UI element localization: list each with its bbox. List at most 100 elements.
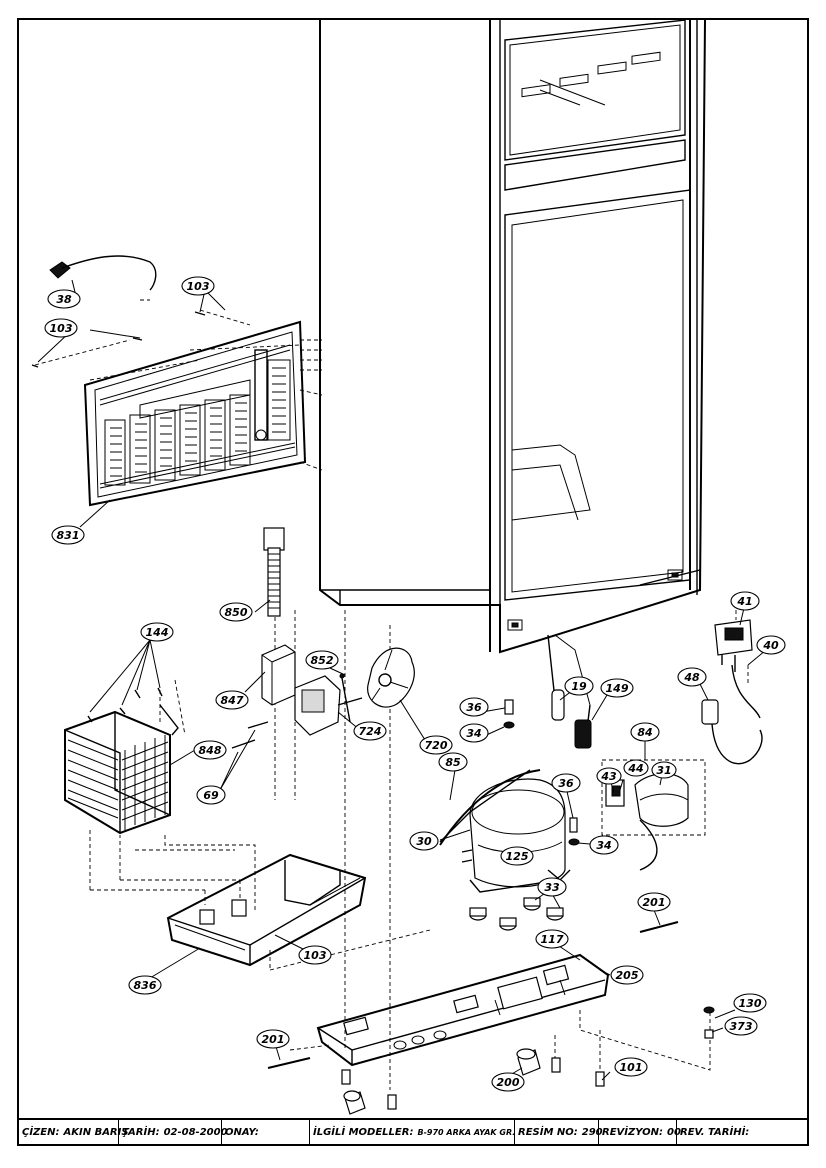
starter-relay-group	[601, 759, 706, 871]
bottom-plate	[316, 953, 610, 1067]
screw-holder	[261, 644, 296, 706]
callout-36: 36	[459, 697, 489, 717]
callout-831: 831	[51, 525, 85, 545]
callout-852: 852	[305, 650, 339, 670]
svg-text:69: 69	[203, 789, 219, 802]
svg-text:373: 373	[730, 1020, 753, 1033]
callout-36: 36	[551, 773, 581, 793]
svg-text:101: 101	[620, 1061, 643, 1074]
svg-text:85: 85	[445, 756, 461, 769]
svg-text:19: 19	[571, 680, 587, 693]
callout-724: 724	[353, 721, 387, 741]
vent-slots	[104, 359, 291, 486]
callout-19: 19	[564, 676, 594, 696]
callout-200: 200	[491, 1072, 525, 1092]
callout-836: 836	[128, 975, 162, 995]
svg-text:48: 48	[683, 671, 700, 684]
svg-text:44: 44	[627, 762, 643, 775]
revision-cell: REVİZYON: 00	[599, 1120, 681, 1144]
callout-149: 149	[600, 678, 634, 698]
revision-label: REVİZYON:	[602, 1126, 663, 1138]
svg-text:117: 117	[541, 933, 564, 946]
svg-text:201: 201	[262, 1033, 285, 1046]
callout-85: 85	[438, 752, 468, 772]
approval-cell: ONAY:	[222, 1120, 310, 1144]
svg-text:848: 848	[199, 744, 222, 757]
callout-373: 373	[724, 1016, 758, 1036]
callout-130: 130	[733, 993, 767, 1013]
fan-motor	[294, 675, 363, 736]
svg-text:43: 43	[600, 770, 617, 783]
callout-33: 33	[537, 877, 567, 897]
condenser-coil	[64, 704, 179, 835]
svg-text:144: 144	[146, 626, 169, 639]
callout-34: 34	[459, 723, 489, 743]
svg-text:205: 205	[616, 969, 639, 982]
rubber-grommets	[469, 897, 564, 931]
date-cell: TARİH: 02-08-2000	[119, 1120, 228, 1144]
models-cell: İLGİLİ MODELLER: B-970 ARKA AYAK GR.	[310, 1120, 515, 1144]
svg-text:724: 724	[359, 725, 382, 738]
callout-30: 30	[409, 831, 439, 851]
svg-text:36: 36	[558, 777, 574, 790]
assembly-lines-panel	[34, 299, 323, 471]
svg-text:850: 850	[225, 606, 248, 619]
callout-205: 205	[610, 965, 644, 985]
svg-text:33: 33	[544, 881, 560, 894]
svg-text:836: 836	[134, 979, 157, 992]
callout-201: 201	[637, 892, 671, 912]
compressor	[439, 769, 571, 893]
callout-84: 84	[630, 722, 660, 742]
svg-text:84: 84	[637, 726, 652, 739]
svg-text:103: 103	[304, 949, 327, 962]
callout-103: 103	[298, 945, 332, 965]
callout-117: 117	[535, 929, 569, 949]
callout-48: 48	[677, 667, 707, 687]
callout-38: 38	[47, 289, 81, 309]
models-value: B-970 ARKA AYAK GR.	[417, 1127, 516, 1137]
svg-text:36: 36	[466, 701, 482, 714]
svg-text:38: 38	[56, 293, 72, 306]
svg-text:31: 31	[656, 764, 671, 777]
drawn-by-label: ÇİZEN:	[22, 1126, 60, 1138]
date-label: TARİH:	[122, 1126, 160, 1138]
callout-847: 847	[215, 690, 249, 710]
discharge-pipe	[439, 769, 541, 846]
date-value: 02-08-2000	[163, 1126, 228, 1138]
callout-31: 31	[651, 761, 677, 779]
callout-103: 103	[44, 318, 78, 338]
callout-69: 69	[196, 785, 226, 805]
svg-text:720: 720	[425, 739, 448, 752]
svg-text:125: 125	[506, 850, 529, 863]
callout-144: 144	[140, 622, 174, 642]
back-cover-panel	[83, 320, 307, 507]
svg-text:34: 34	[596, 839, 611, 852]
callout-41: 41	[730, 591, 760, 611]
rev-date-cell: REV. TARİHİ:	[677, 1120, 807, 1144]
callout-44: 44	[623, 759, 649, 777]
drawing-no-value: 290	[581, 1126, 603, 1138]
drawing-no-label: RESİM NO:	[518, 1126, 578, 1138]
title-block: ÇİZEN: AKIN BARIŞ TARİH: 02-08-2000 ONAY…	[17, 1118, 809, 1146]
svg-text:30: 30	[416, 835, 432, 848]
revision-value: 00	[667, 1126, 681, 1138]
callout-40: 40	[756, 635, 786, 655]
junction-box	[714, 595, 761, 719]
refrigerator-cabinet	[319, 19, 706, 654]
callout-34: 34	[589, 835, 619, 855]
svg-text:41: 41	[736, 595, 752, 608]
svg-text:103: 103	[187, 280, 210, 293]
svg-text:149: 149	[606, 682, 629, 695]
rollers-and-bolts	[341, 1006, 715, 1115]
callout-leaders	[37, 279, 767, 1081]
drawn-by-value: AKIN BARIŞ	[63, 1126, 129, 1138]
axle-rods	[267, 921, 679, 1069]
drawn-by-cell: ÇİZEN: AKIN BARIŞ	[19, 1120, 129, 1144]
models-label: İLGİLİ MODELLER:	[313, 1126, 414, 1138]
callout-848: 848	[193, 740, 227, 760]
callout-201: 201	[256, 1029, 290, 1049]
power-cord	[49, 255, 157, 291]
drawing-no-cell: RESİM NO: 290	[515, 1120, 603, 1144]
approval-label: ONAY:	[225, 1126, 259, 1138]
